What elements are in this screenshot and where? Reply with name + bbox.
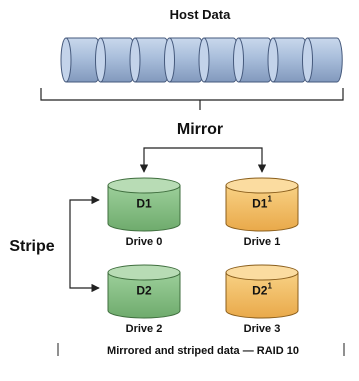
mirror-label: Mirror [177,121,223,138]
host-data-bracket [40,88,344,101]
drive-disk-label-superscript: 1 [267,195,272,204]
drive-name-label: Drive 0 [126,236,163,248]
host-data-block [164,37,205,83]
drive-disk-label: D11 [252,195,272,211]
host-data-block [267,37,309,83]
stripe-arrow [69,195,100,293]
host-data-blocks [60,37,343,83]
mirror-arrow [139,147,267,173]
host-data-block [198,37,240,83]
raid-caption: Mirrored and striped data — RAID 10 [107,345,299,357]
drive-disk-label: D2 [136,284,152,298]
host-data-block [129,37,171,83]
host-data-block [233,37,274,83]
host-data-block [95,37,136,83]
drive-name-label: Drive 1 [244,236,281,248]
drive-name-label: Drive 2 [126,323,163,335]
drive-name-label: Drive 3 [244,323,281,335]
host-data-block [302,37,343,83]
drive-disk-label: D21 [252,282,272,298]
drive-disk-label: D1 [136,197,152,211]
host-data-block [60,37,102,83]
drive-disk-label-superscript: 1 [267,282,272,291]
stripe-label: Stripe [9,238,54,255]
host-data-title: Host Data [170,7,231,22]
